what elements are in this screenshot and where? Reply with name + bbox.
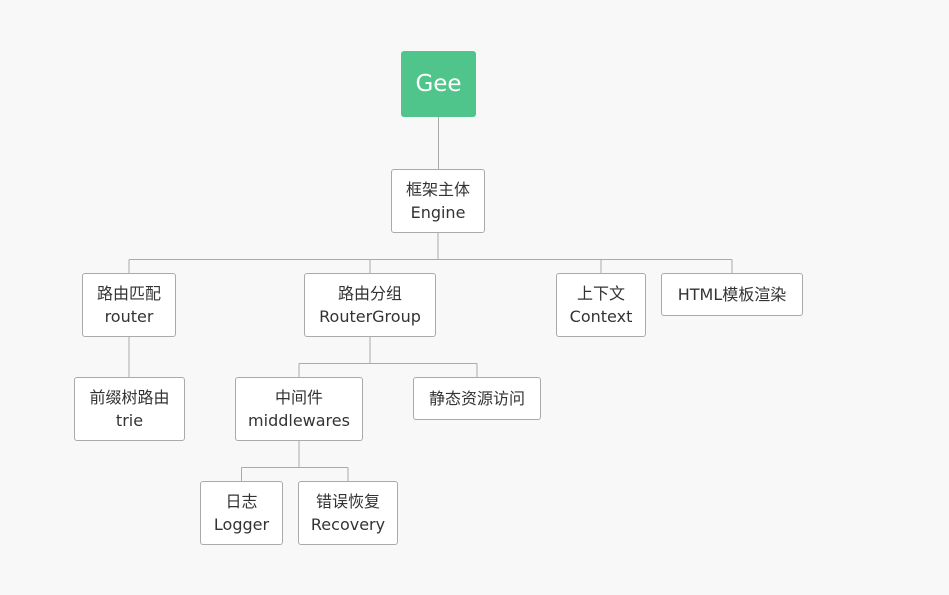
node-html-template: HTML模板渲染 — [661, 273, 803, 316]
node-recovery: 错误恢复 Recovery — [298, 481, 398, 545]
node-context-line-1: 上下文 — [576, 284, 625, 303]
node-engine-line-1: 框架主体 — [405, 180, 470, 199]
node-logger-line-1: 日志 — [225, 492, 258, 511]
node-trie-line-1: 前缀树路由 — [89, 388, 170, 407]
node-router-line-2: router — [104, 307, 154, 326]
node-router-group: 路由分组 RouterGroup — [304, 273, 436, 337]
node-logger: 日志 Logger — [200, 481, 283, 545]
node-context-line-2: Context — [569, 307, 633, 326]
node-engine-line-2: Engine — [410, 203, 466, 222]
node-router: 路由匹配 router — [82, 273, 176, 337]
node-static-files-line-1: 静态资源访问 — [428, 389, 525, 408]
node-router-group-line-2: RouterGroup — [319, 307, 421, 326]
node-engine: 框架主体 Engine — [391, 169, 485, 233]
node-logger-line-2: Logger — [213, 515, 270, 534]
node-context: 上下文 Context — [556, 273, 646, 337]
node-trie: 前缀树路由 trie — [74, 377, 185, 441]
node-trie-line-2: trie — [115, 411, 144, 430]
node-middlewares-line-1: 中间件 — [274, 388, 323, 407]
node-middlewares-line-2: middlewares — [248, 411, 350, 430]
node-static-files: 静态资源访问 — [413, 377, 541, 420]
node-gee-root-line-1: Gee — [415, 70, 462, 97]
node-router-line-1: 路由匹配 — [96, 284, 161, 303]
node-recovery-line-1: 错误恢复 — [315, 492, 380, 511]
node-html-template-line-1: HTML模板渲染 — [677, 285, 787, 304]
node-router-group-line-1: 路由分组 — [337, 284, 402, 303]
node-gee-root: Gee — [401, 51, 476, 117]
node-middlewares: 中间件 middlewares — [235, 377, 363, 441]
node-recovery-line-2: Recovery — [310, 515, 386, 534]
